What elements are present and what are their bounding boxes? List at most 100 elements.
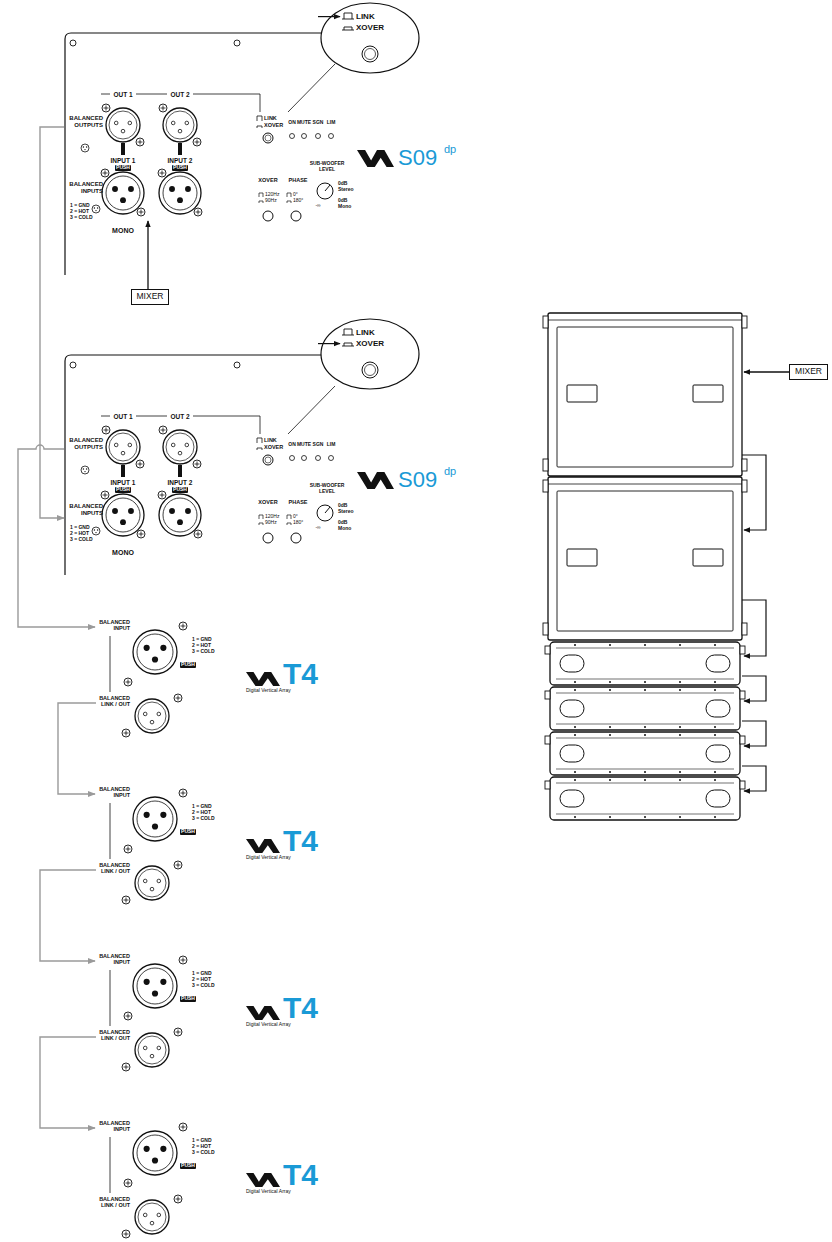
xlr-male-insert xyxy=(137,634,173,670)
xlr-female-insert xyxy=(138,1203,166,1231)
signal-cable xyxy=(40,127,64,518)
switch-icon xyxy=(259,515,263,525)
mode-label: MONO xyxy=(112,227,134,235)
callout-leader xyxy=(288,386,335,434)
screw xyxy=(193,460,201,468)
pin-dot xyxy=(97,207,98,208)
connector-label: INPUT 2 xyxy=(168,479,193,486)
connector-label: OUT 1 xyxy=(113,413,132,420)
callout-ellipse: LINKXOVER xyxy=(320,318,420,390)
push-button xyxy=(263,211,273,221)
input-link-bracket xyxy=(110,970,111,1026)
led-label: MUTE xyxy=(297,120,311,126)
screw-cross xyxy=(124,1232,129,1237)
xlr-pin xyxy=(152,823,158,829)
cabinet-screw xyxy=(714,689,716,691)
cabinet-screw xyxy=(574,734,576,736)
xlr-socket xyxy=(143,879,147,883)
xlr-socket xyxy=(143,1213,147,1217)
xlr-pin xyxy=(152,990,158,996)
cabinet-screw xyxy=(714,779,716,781)
callout-arrow xyxy=(318,343,340,344)
xlr-socket xyxy=(143,712,147,716)
switch-label: LINK xyxy=(264,115,277,121)
xlr-male-shell xyxy=(102,172,144,214)
cabinet-screw xyxy=(679,644,681,646)
pin-legend: 3 = COLD xyxy=(192,983,215,989)
push-button-cap xyxy=(365,49,376,60)
xlr-socket xyxy=(114,121,118,125)
logo-text: S09 xyxy=(398,467,437,492)
switch-label: LINK xyxy=(264,437,277,443)
switch-option: 120Hz xyxy=(265,514,279,520)
section-label: BALANCED OUTPUTS xyxy=(65,437,103,451)
xlr-socket xyxy=(143,1046,147,1050)
connector-label: INPUT 1 xyxy=(111,479,136,486)
cabinet-screw xyxy=(679,681,681,683)
panel-hole xyxy=(70,362,76,368)
screw xyxy=(122,896,130,904)
cabinet-screw xyxy=(644,689,646,691)
section-label: BALANCED LINK / OUT xyxy=(90,695,130,708)
screw-cross xyxy=(104,428,109,433)
xlr-male-insert xyxy=(106,498,140,532)
xlr-female-shell xyxy=(135,1033,169,1067)
switch-option: 0° xyxy=(293,192,298,198)
xlr-pin xyxy=(185,186,191,192)
screw-cross xyxy=(126,1014,131,1019)
knob-scale: -∞ xyxy=(315,203,320,209)
led xyxy=(302,456,307,461)
cabinet-screw xyxy=(574,681,576,683)
cabinet-screw xyxy=(679,771,681,773)
xlr-female-insert xyxy=(109,433,137,461)
xlr-pin xyxy=(160,812,166,818)
pin-legend: 3 = COLD xyxy=(192,649,215,655)
screw-cross xyxy=(138,140,143,145)
section-label: BALANCED INPUT xyxy=(90,786,130,799)
signal-cable xyxy=(40,1037,96,1128)
pin-legend: 2 = HOT xyxy=(192,977,211,983)
cabinet-screw xyxy=(644,816,646,818)
rigging-plate xyxy=(545,736,550,744)
section-label: BALANCED INPUTS xyxy=(65,503,103,517)
pin-dot xyxy=(83,468,84,469)
screw xyxy=(101,491,109,499)
screw xyxy=(179,956,187,964)
xlr-pin xyxy=(169,186,175,192)
xlr-female-insert xyxy=(166,433,194,461)
cabinet-screw xyxy=(574,771,576,773)
screw xyxy=(159,104,167,112)
led xyxy=(316,134,321,139)
knob-label: SUB-WOOFER LEVEL xyxy=(305,161,349,173)
screw xyxy=(174,861,182,869)
screw-cross xyxy=(181,1125,186,1130)
pin-dot xyxy=(97,529,98,530)
section-label: BALANCED OUTPUTS xyxy=(65,115,103,129)
xlr-pin xyxy=(144,812,150,818)
panel-hole xyxy=(234,362,240,368)
xlr-male-insert xyxy=(137,801,173,837)
push-button xyxy=(291,211,301,221)
cabinet-screw xyxy=(714,816,716,818)
screw-cross xyxy=(181,624,186,629)
screw-cross xyxy=(139,532,144,537)
section-label: BALANCED INPUT xyxy=(90,619,130,632)
screw xyxy=(179,622,187,630)
logo-text: T4 xyxy=(283,991,318,1026)
switch-icon xyxy=(257,438,262,450)
xlr-socket xyxy=(178,451,182,455)
pin-diagram xyxy=(92,205,100,213)
xlr-pin xyxy=(152,1157,158,1163)
xlr-female-insert xyxy=(138,702,166,730)
brand-mark xyxy=(246,1006,280,1020)
section-label: BALANCED LINK / OUT xyxy=(90,1196,130,1209)
signal-cable xyxy=(58,703,96,794)
push-tab: PUSH xyxy=(180,662,197,668)
switch-option: 180° xyxy=(293,520,303,526)
led xyxy=(290,456,295,461)
cabinet-screw xyxy=(644,726,646,728)
rigging-plate xyxy=(742,459,747,471)
cabinet-screw xyxy=(714,681,716,683)
pin-dot xyxy=(84,471,85,472)
screw xyxy=(122,729,130,737)
